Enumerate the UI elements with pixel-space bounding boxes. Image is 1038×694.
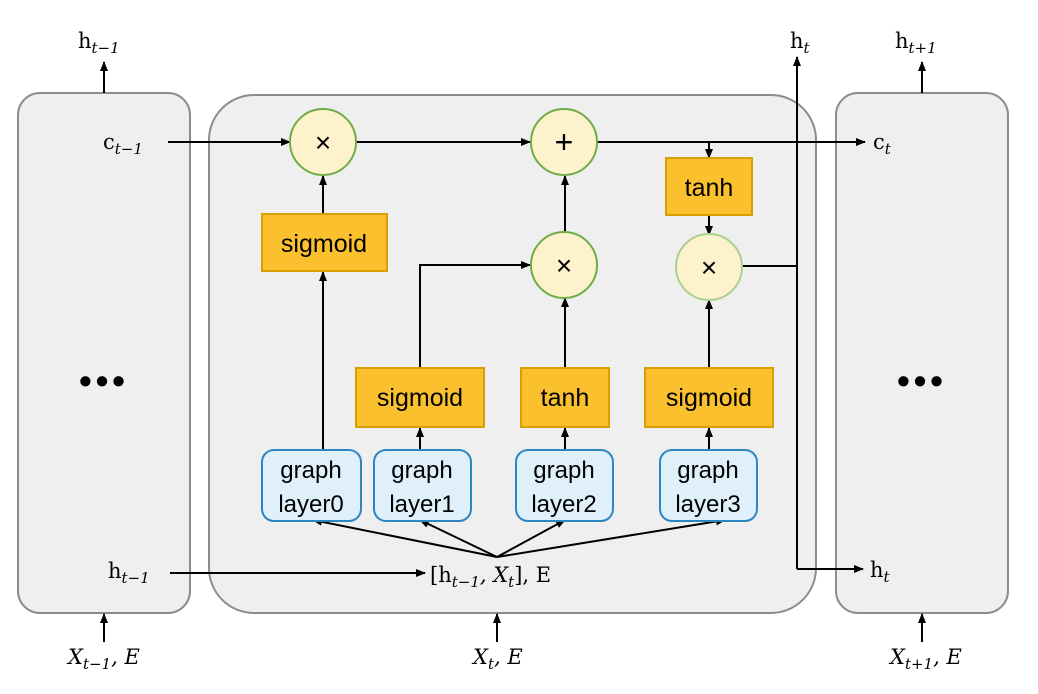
left-hidden-in-label: ht−1 <box>108 559 150 587</box>
concat-label: [ht−1, Xt], E <box>430 563 551 591</box>
graph-layer-3: graph layer3 <box>659 449 758 522</box>
state-tanh-box <box>665 157 753 216</box>
candidate-tanh-box <box>520 367 610 428</box>
input-sigmoid-box <box>355 367 485 428</box>
right-input-label: Xt+1, E <box>888 645 962 673</box>
graph-layer-0-line1: graph <box>280 457 341 484</box>
graph-layer-3-line2: layer3 <box>675 491 740 518</box>
graph-layer-0: graph layer0 <box>261 449 362 522</box>
right-top-output-label: ht+1 <box>895 29 937 57</box>
c-right-output-label: ct <box>873 130 892 158</box>
left-top-output-label: ht−1 <box>78 29 120 57</box>
graph-layer-3-line1: graph <box>677 457 738 484</box>
graph-layer-1-line1: graph <box>391 457 452 484</box>
left-cell-box <box>17 92 191 614</box>
graph-layer-1-line2: layer1 <box>389 491 454 518</box>
center-input-label: Xt, E <box>471 645 523 673</box>
right-cell-box <box>835 92 1009 614</box>
h-top-output-label: ht <box>790 29 811 57</box>
forget-multiply-op <box>289 108 357 176</box>
state-add-op <box>530 108 598 176</box>
graph-layer-2-line1: graph <box>533 457 594 484</box>
left-input-label: Xt−1, E <box>66 645 140 673</box>
forget-multiply-symbol: × <box>315 127 331 158</box>
graph-layer-1: graph layer1 <box>373 449 472 522</box>
input-multiply-symbol: × <box>556 250 572 281</box>
input-sigmoid-label: sigmoid <box>377 384 463 412</box>
output-sigmoid-box <box>644 367 774 428</box>
state-tanh-label: tanh <box>685 174 734 202</box>
forget-sigmoid-label: sigmoid <box>281 230 367 258</box>
graph-layer-2: graph layer2 <box>515 449 614 522</box>
state-add-symbol: + <box>555 124 574 160</box>
graph-layer-0-line2: layer0 <box>278 491 343 518</box>
output-multiply-op <box>675 233 743 301</box>
connection-lines <box>100 56 926 642</box>
left-ellipsis: ••• <box>79 360 129 401</box>
graph-layer-2-line2: layer2 <box>531 491 596 518</box>
output-sigmoid-label: sigmoid <box>666 384 752 412</box>
output-multiply-symbol: × <box>701 252 717 283</box>
input-multiply-op <box>530 231 598 299</box>
candidate-tanh-label: tanh <box>541 384 590 412</box>
forget-sigmoid-box <box>261 213 388 272</box>
left-state-in-label: ct−1 <box>103 130 143 158</box>
right-ellipsis: ••• <box>897 360 947 401</box>
h-right-output-label: ht <box>870 558 891 586</box>
